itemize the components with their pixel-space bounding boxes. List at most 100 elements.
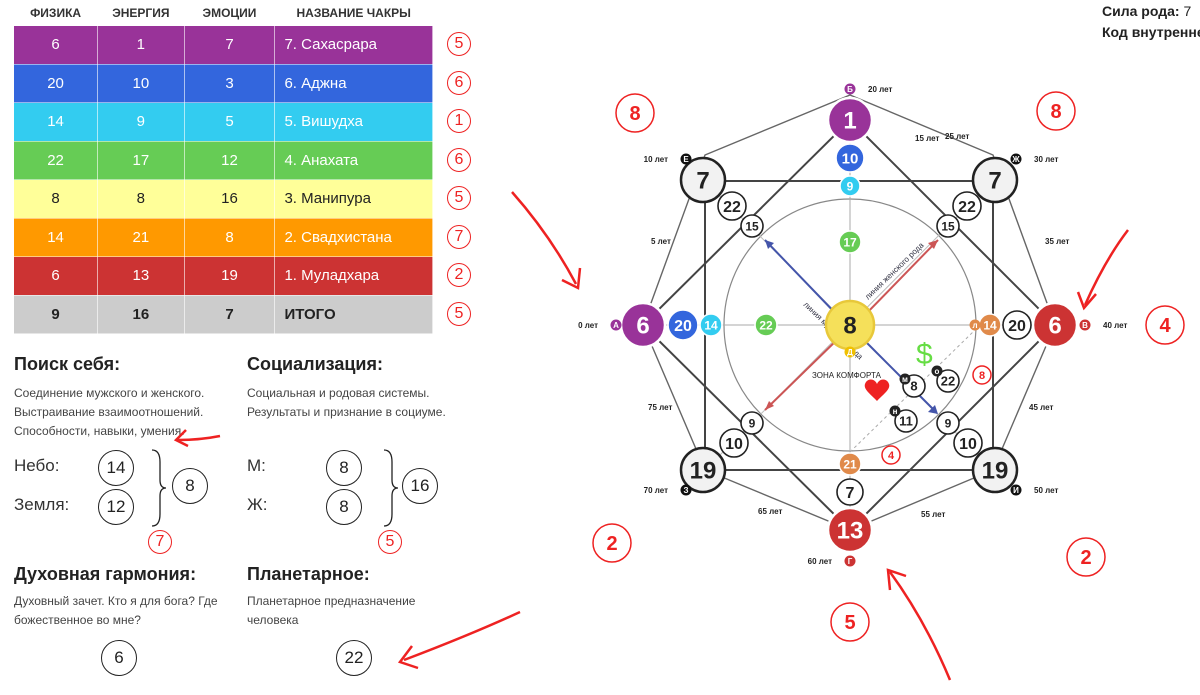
spiritual-description: Духовный зачет. Кто я для бога? Где боже… bbox=[14, 592, 218, 630]
node-bottom: 13 bbox=[826, 506, 874, 554]
self-search-sum: 8 bbox=[172, 468, 208, 504]
self-search-line: Соединение мужского и женского. bbox=[14, 386, 205, 400]
f-value: 8 bbox=[326, 489, 362, 525]
age-label: 60 лет bbox=[808, 557, 832, 566]
node-top-value: 1 bbox=[843, 108, 856, 135]
cell-energy: 9 bbox=[97, 102, 185, 142]
self-search-title: Поиск себя: bbox=[14, 354, 121, 374]
cell-name: 2. Свадхистана bbox=[274, 218, 433, 257]
header-physics: ФИЗИКА bbox=[14, 0, 99, 26]
red-mark-value: 8 bbox=[629, 103, 640, 125]
node-inner-n-value: 11 bbox=[899, 414, 913, 429]
inner-letter-o-letter: о bbox=[935, 367, 940, 376]
node-top-left-3-value: 15 bbox=[745, 219, 759, 233]
male-line-arrow bbox=[764, 239, 841, 319]
planetary-title: Планетарное: bbox=[247, 564, 370, 584]
female-line-arrowhead bbox=[928, 240, 938, 249]
cell-energy: 8 bbox=[97, 179, 185, 219]
money-line bbox=[849, 329, 976, 453]
node-inner-m-value: 8 bbox=[910, 379, 917, 394]
node-right-3-value: 14 bbox=[983, 318, 997, 332]
age-label: 0 лет bbox=[578, 321, 598, 330]
node-top: 1 bbox=[826, 96, 874, 144]
red-mark: 5 bbox=[830, 602, 870, 642]
center-node-value: 8 bbox=[843, 313, 856, 340]
comfort-zone-label: ЗОНА КОМФОРТА bbox=[812, 371, 882, 380]
lower-left-arrowhead bbox=[765, 401, 774, 410]
node-right-2-value: 20 bbox=[1008, 318, 1026, 335]
rod-strength-label: Сила рода: bbox=[1102, 3, 1180, 19]
age-point-В-letter: В bbox=[1082, 321, 1088, 330]
red-mark-value: 8 bbox=[1050, 101, 1061, 123]
red-mark: 2 bbox=[1066, 537, 1106, 577]
node-top-left: 7 bbox=[679, 156, 727, 204]
node-bottom-right-2-value: 10 bbox=[959, 436, 977, 453]
age-point-В: В bbox=[1079, 319, 1091, 331]
node-top-right-3: 15 bbox=[936, 214, 960, 238]
node-top-right: 7 bbox=[971, 156, 1019, 204]
node-left-2-value: 20 bbox=[674, 318, 692, 335]
lower-left-arrow bbox=[764, 334, 843, 411]
age-point-Е: Е bbox=[680, 153, 692, 165]
row-red-mark: 5 bbox=[447, 186, 471, 210]
f-label: Ж: bbox=[247, 495, 268, 514]
row-red-mark: 6 bbox=[447, 70, 471, 95]
node-inner-o-value: 22 bbox=[941, 374, 955, 389]
cell-energy: 1 bbox=[97, 26, 185, 65]
cell-energy: 21 bbox=[97, 218, 185, 257]
sky-value: 14 bbox=[98, 450, 134, 486]
node-top-left-2-value: 22 bbox=[723, 199, 741, 216]
cell-physics: 6 bbox=[14, 26, 99, 65]
node-bottom-3: 7 bbox=[836, 478, 864, 506]
cell-physics: 6 bbox=[14, 256, 99, 296]
planetary-line: Планетарное предназначение bbox=[247, 594, 416, 608]
cell-name: 6. Аджна bbox=[274, 64, 433, 103]
inner-letter-l-letter: л bbox=[972, 321, 977, 330]
inner-letter-n: н bbox=[889, 405, 901, 417]
node-bottom-left-3: 9 bbox=[740, 411, 764, 435]
socialization-line: Результаты и признание в социуме. bbox=[247, 405, 446, 419]
node-top-right-2: 22 bbox=[952, 191, 982, 221]
cell-energy: 17 bbox=[97, 141, 185, 180]
female-line-arrow bbox=[861, 239, 939, 319]
age-point-И: И bbox=[1010, 484, 1022, 496]
cell-name: 3. Манипура bbox=[274, 179, 433, 219]
mid-age-label: 5 лет bbox=[651, 237, 671, 246]
inner-letter-m-letter: м bbox=[902, 375, 908, 384]
cell-emotions: 8 bbox=[184, 218, 276, 257]
header-energy: ЭНЕРГИЯ bbox=[97, 0, 185, 26]
node-right-3: 14 bbox=[978, 313, 1002, 337]
node-left-value: 6 bbox=[636, 313, 649, 340]
red-arrowhead-right bbox=[1076, 291, 1097, 311]
node-bottom-right-3: 9 bbox=[936, 411, 960, 435]
mid-age-label: 25 лет bbox=[945, 132, 969, 141]
mid-age-label: 45 лет bbox=[1029, 403, 1053, 412]
lower-right-arrowhead bbox=[928, 405, 938, 414]
age-point-Б: Б bbox=[844, 83, 856, 95]
node-bottom-2: 21 bbox=[838, 452, 862, 476]
age-label: 40 лет bbox=[1103, 321, 1127, 330]
red-mark-value: 4 bbox=[888, 450, 895, 462]
spiritual-line: Духовный зачет. Кто я для бога? Где bbox=[14, 594, 218, 608]
node-bottom-right-value: 19 bbox=[982, 458, 1009, 485]
header-emotions: ЭМОЦИИ bbox=[184, 0, 276, 26]
node-bottom-left-3-value: 9 bbox=[749, 416, 756, 430]
socialization-description: Социальная и родовая системы. Результаты… bbox=[247, 384, 446, 422]
age-point-Ж-letter: Ж bbox=[1011, 155, 1020, 164]
red-mark-value: 4 bbox=[1159, 315, 1171, 337]
age-label: 70 лет bbox=[644, 486, 668, 495]
spiritual-line: божественное во мне? bbox=[14, 613, 141, 627]
age-point-Б-letter: Б bbox=[847, 85, 853, 94]
node-bottom-value: 13 bbox=[837, 518, 864, 545]
center-letter-tag-letter: Д bbox=[847, 348, 853, 357]
cell-emotions: 19 bbox=[184, 256, 276, 296]
earth-value: 12 bbox=[98, 489, 134, 525]
red-mark: 8 bbox=[972, 365, 992, 385]
row-red-mark: 6 bbox=[447, 147, 471, 172]
rod-strength: Сила рода: 7 bbox=[1102, 3, 1191, 19]
self-search-description: Соединение мужского и женского. Выстраив… bbox=[14, 384, 204, 441]
cell-emotions: 12 bbox=[184, 141, 276, 180]
